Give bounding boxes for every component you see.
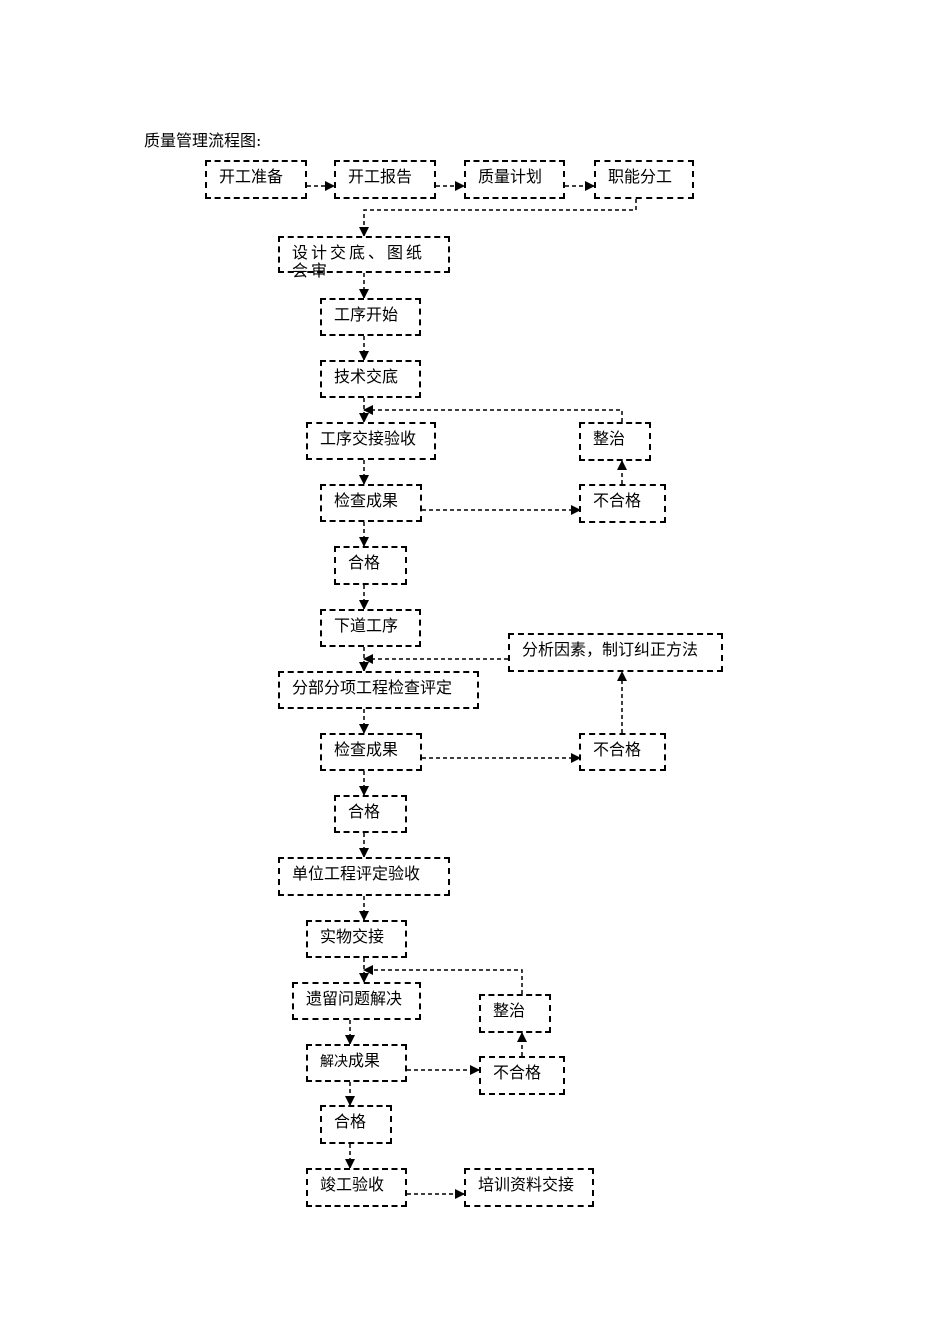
node-solve-result: 解决成果	[306, 1044, 407, 1082]
node-completion-acceptance: 竣工验收	[306, 1168, 407, 1207]
node-check-result-1: 检查成果	[320, 484, 422, 522]
node-process-start: 工序开始	[320, 298, 421, 336]
page-title: 质量管理流程图:	[144, 131, 262, 150]
node-unqualified-3: 不合格	[479, 1056, 565, 1095]
node-unqualified-2: 不合格	[579, 733, 666, 771]
node-rectify-2: 整治	[479, 994, 551, 1033]
node-start-report: 开工报告	[334, 160, 436, 199]
node-rectify-1: 整治	[579, 422, 651, 461]
node-analyze-factors: 分析因素，制订纠正方法	[508, 633, 723, 672]
node-training-handover: 培训资料交接	[464, 1168, 594, 1207]
node-qualified-1: 合格	[334, 546, 407, 585]
node-start-preparation: 开工准备	[205, 160, 307, 199]
node-qualified-3: 合格	[320, 1105, 392, 1144]
edge-n4-n5	[359, 199, 637, 237]
node-unqualified-1: 不合格	[579, 484, 666, 523]
node-solve-result-prefix: 解决	[320, 1054, 348, 1070]
node-qualified-2: 合格	[334, 795, 407, 833]
node-subproject-evaluation: 分部分项工程检查评定	[278, 671, 479, 709]
node-next-process: 下道工序	[320, 609, 421, 647]
node-technical-briefing: 技术交底	[320, 360, 421, 398]
node-role-division: 职能分工	[594, 160, 694, 199]
node-quality-plan: 质量计划	[464, 160, 565, 199]
node-remaining-issues: 遗留问题解决	[292, 982, 421, 1020]
node-design-briefing: 设计交底、图纸会审	[278, 236, 450, 280]
node-handover-acceptance: 工序交接验收	[306, 422, 436, 460]
node-unit-evaluation: 单位工程评定验收	[278, 857, 450, 896]
node-solve-result-suffix: 成果	[348, 1051, 381, 1070]
node-check-result-2: 检查成果	[320, 733, 422, 771]
node-physical-handover: 实物交接	[306, 920, 407, 958]
edge-n22-n21	[363, 965, 523, 994]
edge-n9-n8	[363, 405, 623, 422]
